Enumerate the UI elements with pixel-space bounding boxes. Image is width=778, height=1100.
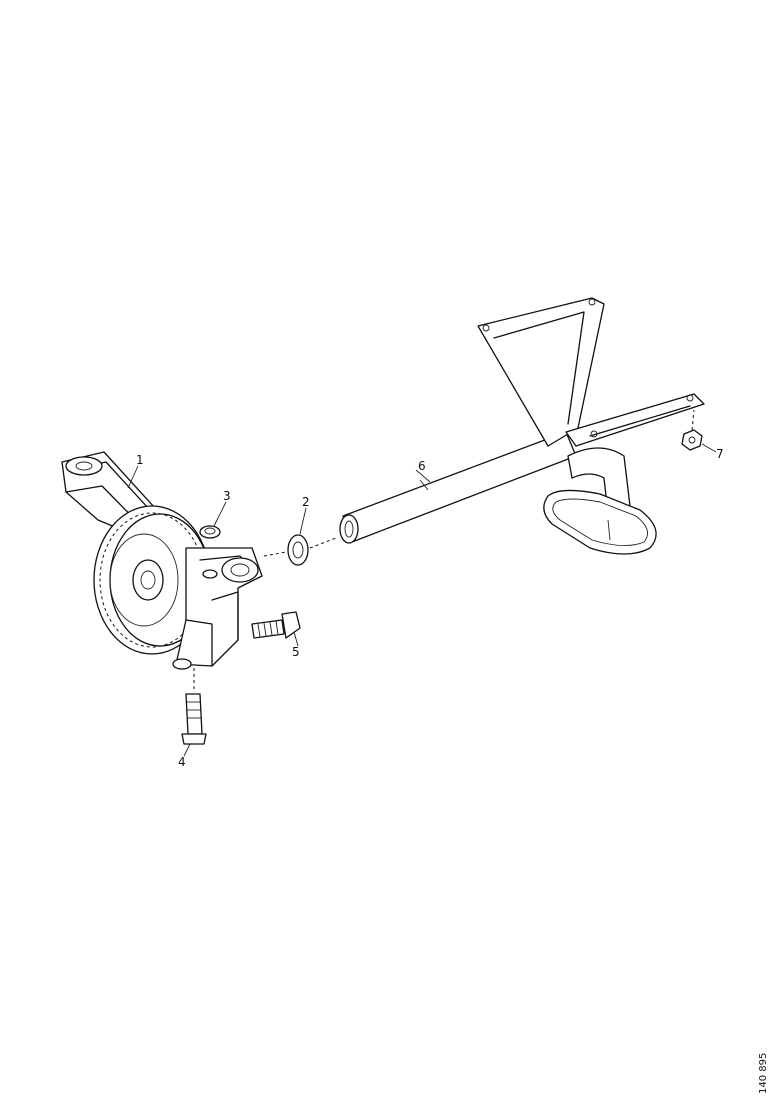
callout-part-3: 3: [223, 489, 231, 503]
bolt-part-5: [251, 611, 301, 647]
nut-part-7: [681, 409, 717, 453]
callout-part-6: 6: [418, 459, 426, 473]
callout-part-4: 4: [178, 755, 186, 769]
callout-part-2: 2: [302, 495, 310, 509]
callout-part-1: 1: [136, 453, 144, 467]
callout-part-5: 5: [292, 645, 300, 659]
bolt-part-4: [181, 668, 207, 757]
callout-part-7: 7: [716, 447, 724, 461]
leader-part-6: [415, 469, 431, 483]
drawing-number: 140 895: [758, 1053, 769, 1094]
leader-part-1: [127, 465, 139, 489]
seal-ring-part-3: [199, 501, 227, 539]
oil-pump-assembly: [61, 451, 263, 670]
strainer-bracket-assembly: [477, 297, 705, 555]
sealing-washer-part-2: [263, 507, 337, 566]
suction-pipe-part-6: [339, 431, 577, 544]
